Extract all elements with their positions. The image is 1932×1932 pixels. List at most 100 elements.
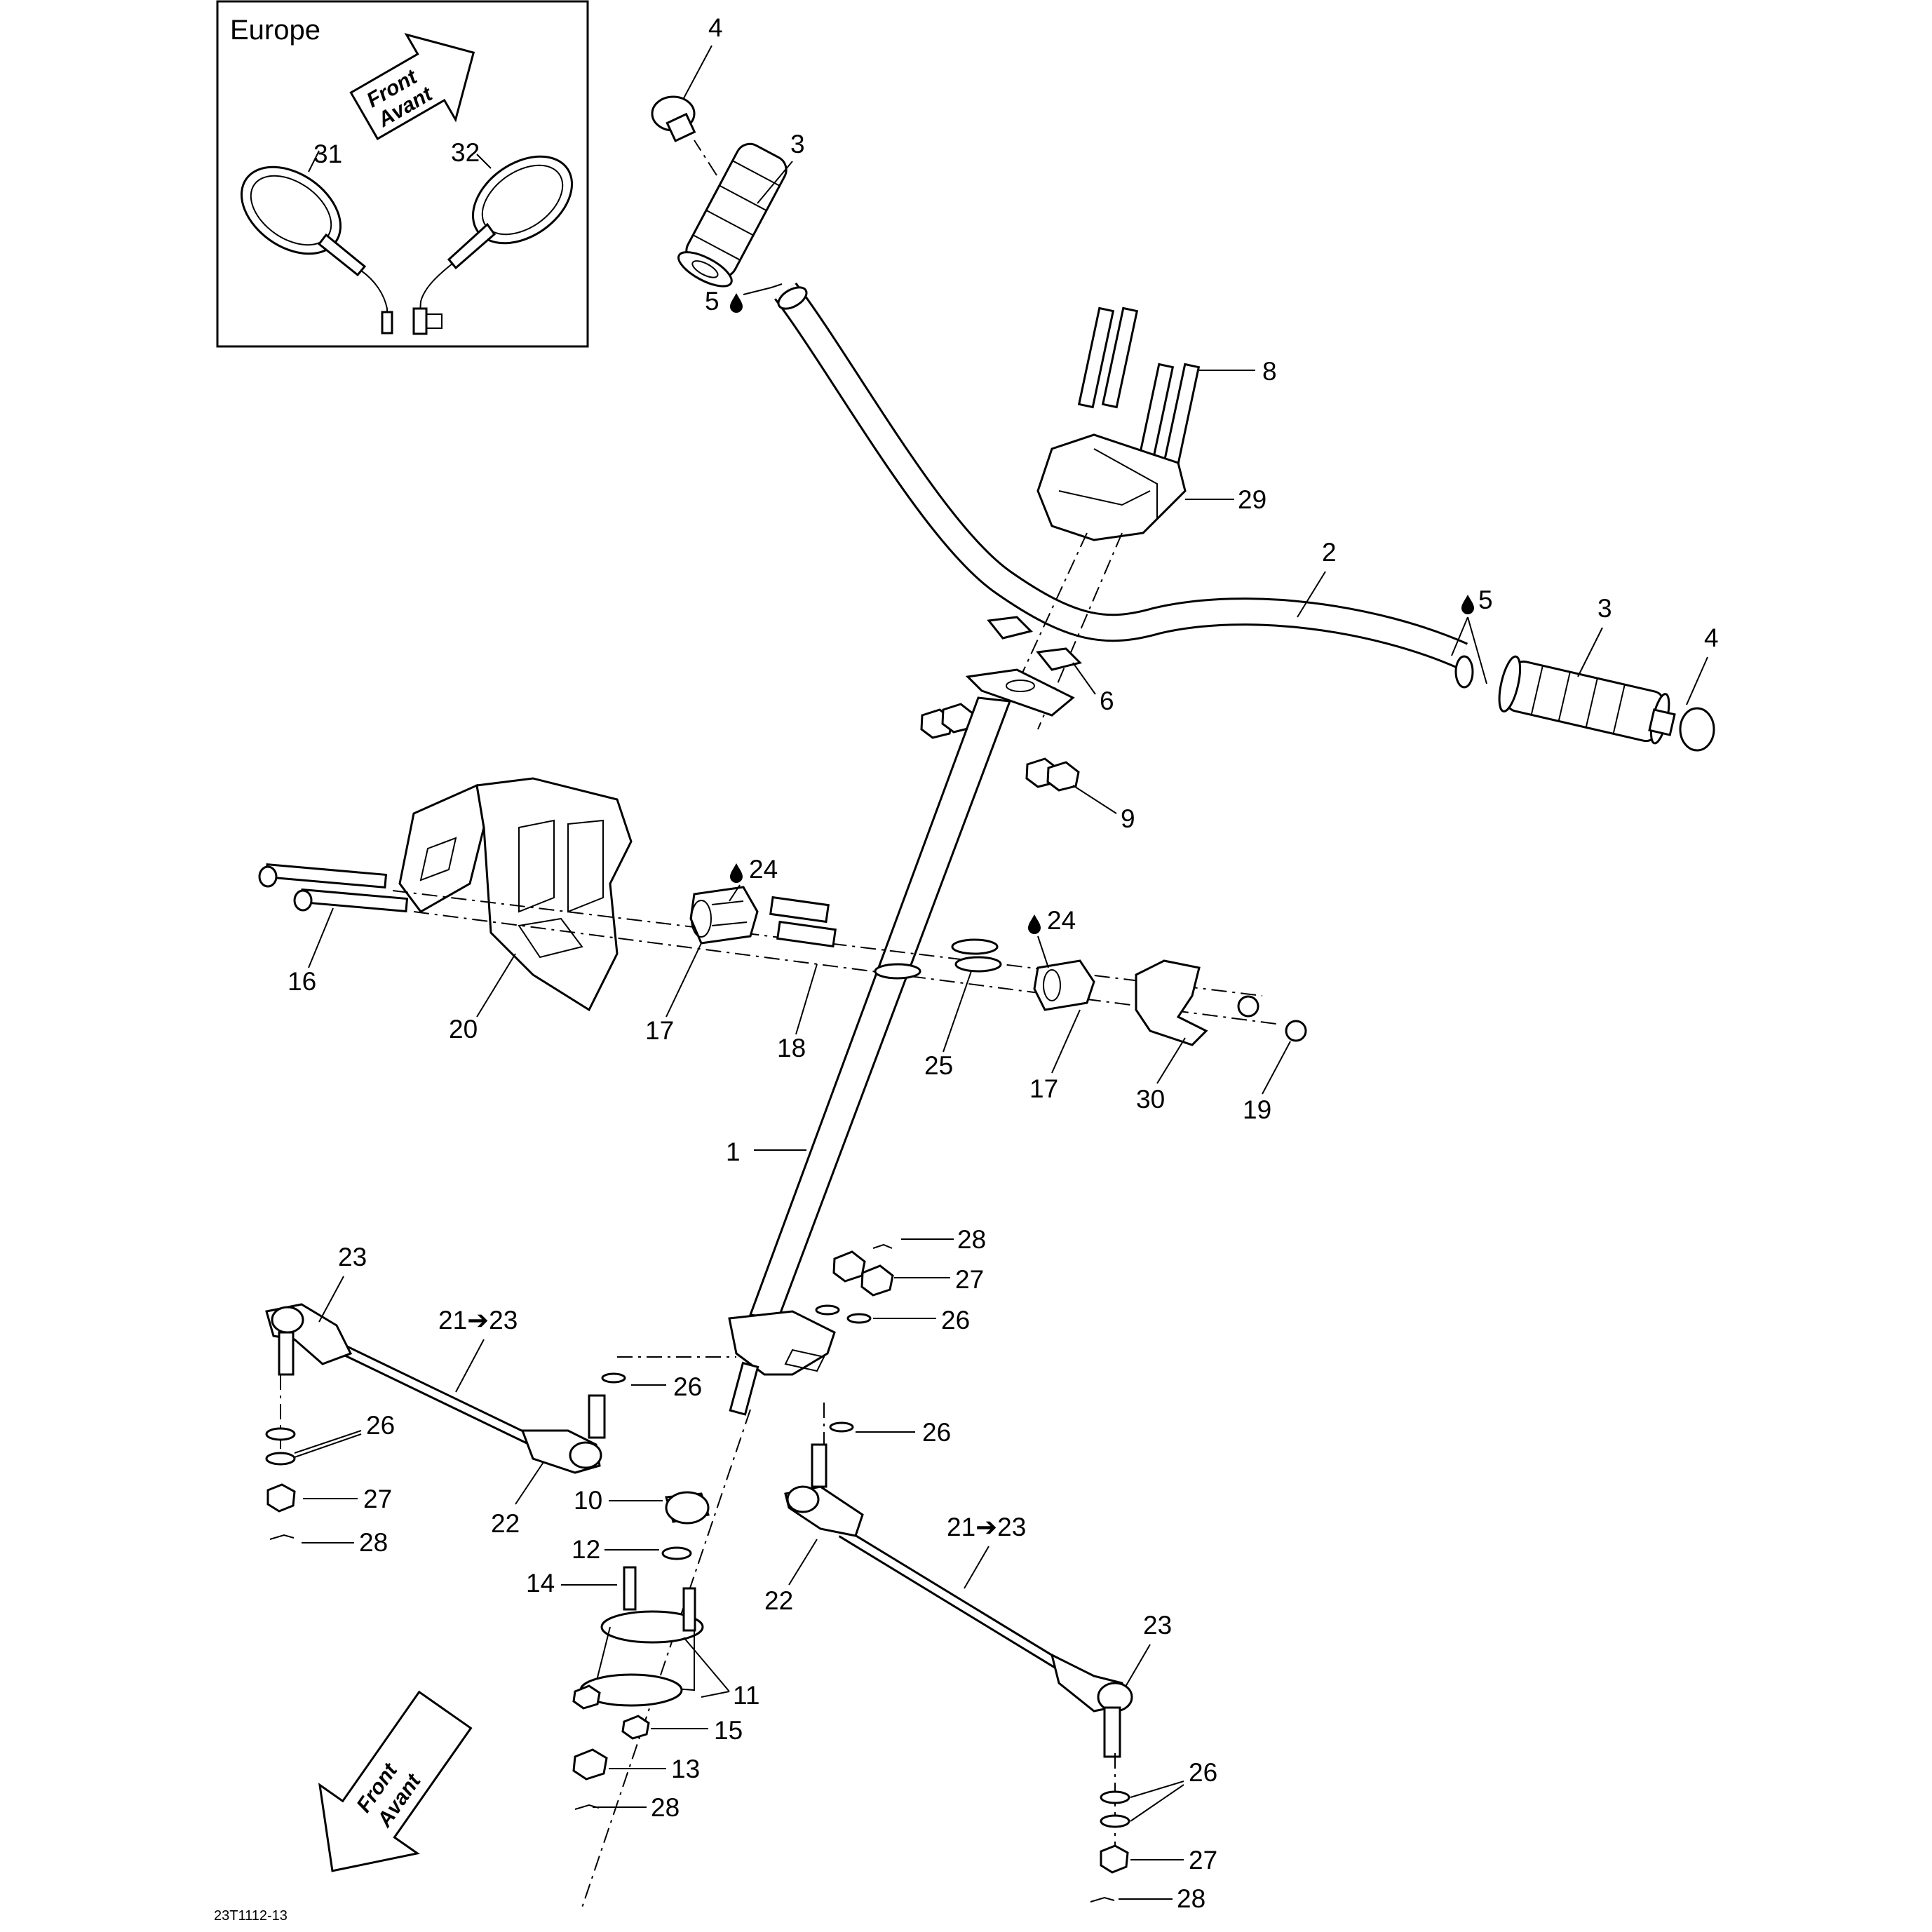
callout-22-right: 22 bbox=[764, 1586, 793, 1615]
support-plate bbox=[398, 777, 633, 1012]
tie-rod-left bbox=[265, 1303, 606, 1474]
handlebar-cover bbox=[1036, 433, 1187, 541]
callout-27-left: 27 bbox=[363, 1485, 392, 1513]
inset-frame bbox=[216, 0, 589, 348]
column-nuts-top bbox=[920, 703, 1080, 792]
callout-11: 11 bbox=[733, 1681, 759, 1710]
washer-right-1 bbox=[1100, 1790, 1130, 1804]
leader-19 bbox=[1262, 1041, 1291, 1095]
callout-26-right-inner: 26 bbox=[922, 1418, 951, 1447]
left-end-plug bbox=[651, 95, 696, 142]
callout-27-right: 27 bbox=[1189, 1846, 1217, 1874]
leader-18 bbox=[795, 964, 818, 1035]
europe-inset: Europe Front Avant 31 32 bbox=[216, 0, 589, 348]
cotter-pin-left-icon bbox=[269, 1534, 295, 1540]
callout-28-top: 28 bbox=[957, 1225, 986, 1254]
right-end-plug bbox=[1648, 707, 1715, 752]
leader-17-right bbox=[1051, 1009, 1081, 1074]
leader-24-right bbox=[1037, 935, 1049, 968]
callout-26-right-end: 26 bbox=[1189, 1758, 1217, 1787]
bracket-plate bbox=[1135, 959, 1208, 1046]
washer-right-2 bbox=[1100, 1814, 1130, 1828]
leader-21-23-right bbox=[964, 1546, 989, 1589]
washer-left-inner bbox=[601, 1372, 626, 1384]
callout-13: 13 bbox=[671, 1755, 700, 1783]
column-nut-bottom bbox=[572, 1748, 608, 1781]
flange-nuts bbox=[572, 1684, 650, 1740]
nuts-19 bbox=[1237, 995, 1307, 1042]
callout-4-left: 4 bbox=[708, 13, 723, 42]
callout-28-bottom: 28 bbox=[651, 1793, 680, 1822]
callout-5-right: 5 bbox=[1478, 586, 1493, 614]
castle-nut-top-2 bbox=[860, 1264, 894, 1297]
washer-left-1 bbox=[265, 1427, 296, 1441]
leader-32 bbox=[476, 154, 492, 169]
leader-20 bbox=[476, 953, 516, 1018]
leader-24-left bbox=[729, 884, 741, 902]
callout-12: 12 bbox=[572, 1535, 600, 1564]
tie-rod-end-outer-left bbox=[265, 1303, 353, 1376]
callout-9: 9 bbox=[1121, 804, 1135, 833]
callout-20: 20 bbox=[449, 1015, 478, 1043]
leader-3-left bbox=[757, 161, 793, 204]
callout-15: 15 bbox=[714, 1716, 743, 1745]
washer-arm-top-2 bbox=[846, 1313, 872, 1324]
tie-rod-end-outer-right bbox=[1050, 1653, 1133, 1758]
callout-31: 31 bbox=[313, 140, 342, 168]
callout-26-left-end: 26 bbox=[366, 1411, 395, 1440]
leader-22-right bbox=[788, 1539, 818, 1586]
tie-rod-end-inner-left bbox=[520, 1394, 606, 1474]
callout-5-left: 5 bbox=[705, 287, 720, 316]
lube-drop-24-left-icon bbox=[730, 863, 743, 883]
inset-region-label: Europe bbox=[230, 15, 320, 46]
callout-2: 2 bbox=[1322, 538, 1337, 567]
callout-16: 16 bbox=[288, 967, 316, 996]
callout-26-arm: 26 bbox=[941, 1306, 970, 1335]
leader-26-right-end bbox=[1130, 1781, 1184, 1822]
callout-17-left: 17 bbox=[645, 1016, 674, 1045]
castle-nut-left bbox=[266, 1483, 296, 1513]
callout-24-right: 24 bbox=[1047, 906, 1076, 935]
lube-drop-left-icon bbox=[730, 293, 743, 313]
bearing-10 bbox=[665, 1491, 710, 1525]
leader-6 bbox=[1072, 662, 1096, 695]
leader-31 bbox=[308, 150, 320, 173]
leader-4-right bbox=[1686, 656, 1708, 705]
castle-nut-top-1 bbox=[832, 1250, 866, 1283]
tie-rod-end-inner-right bbox=[784, 1443, 864, 1537]
leader-25 bbox=[943, 971, 972, 1053]
long-bolts bbox=[258, 863, 409, 913]
callout-28-right: 28 bbox=[1177, 1884, 1205, 1913]
washer-arm-top-1 bbox=[815, 1304, 840, 1316]
cotter-pin-top-icon bbox=[872, 1243, 893, 1249]
callout-3-left: 3 bbox=[790, 130, 805, 158]
leader-17-left bbox=[666, 943, 702, 1018]
callout-29: 29 bbox=[1238, 485, 1266, 514]
axis-screw-left bbox=[1002, 532, 1088, 716]
callout-28-left: 28 bbox=[359, 1528, 388, 1557]
castle-nut-right bbox=[1100, 1844, 1129, 1874]
callout-32: 32 bbox=[451, 138, 480, 167]
leader-16 bbox=[308, 907, 334, 968]
lube-drop-right-icon bbox=[1461, 595, 1474, 614]
front-arrow-icon: Front Avant bbox=[318, 1690, 473, 1872]
leader-11 bbox=[683, 1637, 730, 1698]
leader-4-left bbox=[683, 45, 712, 99]
leader-3-right bbox=[1577, 627, 1603, 677]
callout-30: 30 bbox=[1136, 1085, 1165, 1114]
cotter-pin-right-icon bbox=[1090, 1896, 1115, 1903]
callout-6: 6 bbox=[1100, 687, 1114, 715]
right-mirror-icon bbox=[412, 155, 574, 335]
callout-4-right: 4 bbox=[1704, 623, 1719, 652]
lube-drop-24-right-icon bbox=[1028, 914, 1041, 934]
axis-bolt-top bbox=[392, 890, 1263, 997]
leader-5-right bbox=[1451, 616, 1487, 684]
callout-26-left-inner: 26 bbox=[673, 1372, 702, 1401]
tie-rod-right bbox=[784, 1443, 1133, 1758]
callout-23-left: 23 bbox=[338, 1243, 367, 1271]
leader-22-left bbox=[515, 1461, 544, 1505]
left-mirror-icon bbox=[240, 165, 393, 335]
axis-column-bottom bbox=[581, 1409, 751, 1908]
bearing-flange bbox=[579, 1610, 704, 1707]
leader-23-right bbox=[1125, 1644, 1151, 1687]
